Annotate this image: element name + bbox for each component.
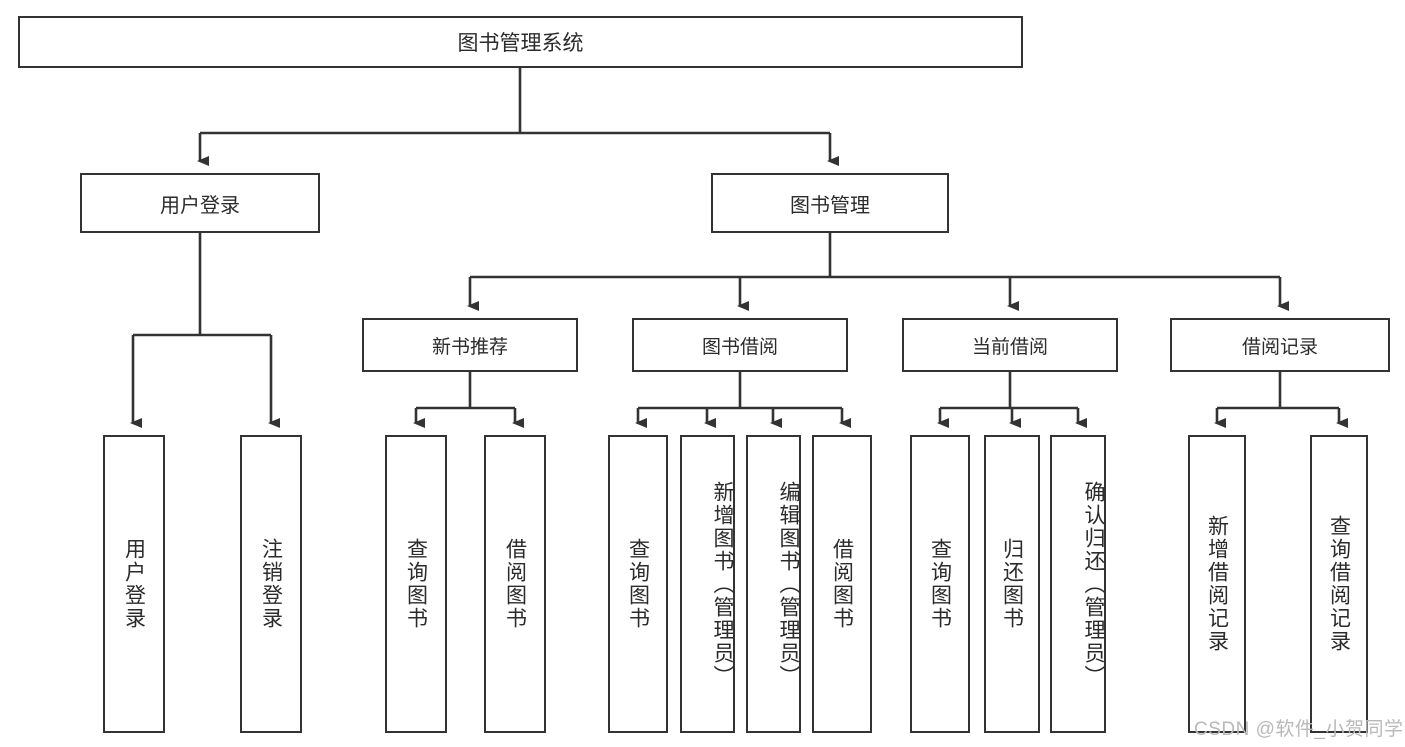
node-label: 查询借阅记录 xyxy=(1327,515,1351,653)
node-label: 新增图书（管理员） xyxy=(711,480,734,688)
node-label: 归还图书 xyxy=(1000,538,1024,630)
node-new-book-recommend[interactable]: 新书推荐 xyxy=(362,318,578,372)
node-label: 图书管理系统 xyxy=(457,32,584,55)
node-book-management[interactable]: 图书管理 xyxy=(711,173,949,233)
node-label: 图书借阅 xyxy=(701,336,778,358)
node-book-borrow[interactable]: 图书借阅 xyxy=(632,318,848,372)
leaf-confirm-return-admin[interactable]: 确认归还（管理员） xyxy=(1050,435,1106,733)
node-label: 查询图书 xyxy=(928,538,952,630)
node-label: 借阅图书 xyxy=(503,538,527,630)
node-label: 借阅图书 xyxy=(830,538,854,630)
leaf-borrow-book[interactable]: 借阅图书 xyxy=(812,435,872,733)
node-label: 新增借阅记录 xyxy=(1205,515,1229,653)
node-label: 借阅记录 xyxy=(1241,336,1318,358)
node-current-borrow[interactable]: 当前借阅 xyxy=(902,318,1118,372)
leaf-return-book[interactable]: 归还图书 xyxy=(984,435,1040,733)
leaf-borrow-book-recommend[interactable]: 借阅图书 xyxy=(484,435,546,733)
node-label: 新书推荐 xyxy=(431,336,508,358)
node-borrow-record[interactable]: 借阅记录 xyxy=(1170,318,1390,372)
leaf-add-borrow-record[interactable]: 新增借阅记录 xyxy=(1188,435,1246,733)
leaf-edit-book-admin[interactable]: 编辑图书（管理员） xyxy=(746,435,801,733)
node-label: 查询图书 xyxy=(404,538,428,630)
node-label: 注销登录 xyxy=(259,538,283,630)
leaf-user-logout[interactable]: 注销登录 xyxy=(240,435,302,733)
leaf-add-book-admin[interactable]: 新增图书（管理员） xyxy=(680,435,735,733)
node-label: 查询图书 xyxy=(626,538,650,630)
leaf-user-login[interactable]: 用户登录 xyxy=(103,435,165,733)
leaf-query-borrow-record[interactable]: 查询借阅记录 xyxy=(1310,435,1368,733)
node-label: 用户登录 xyxy=(122,538,146,630)
leaf-query-book-borrow[interactable]: 查询图书 xyxy=(608,435,668,733)
leaf-query-book-current[interactable]: 查询图书 xyxy=(910,435,970,733)
node-label: 当前借阅 xyxy=(971,336,1048,358)
node-label: 确认归还（管理员） xyxy=(1082,480,1105,688)
node-user-login[interactable]: 用户登录 xyxy=(80,173,320,233)
node-root[interactable]: 图书管理系统 xyxy=(18,16,1023,68)
node-label: 图书管理 xyxy=(790,194,870,217)
node-label: 用户登录 xyxy=(160,194,240,217)
leaf-query-book-recommend[interactable]: 查询图书 xyxy=(385,435,447,733)
watermark: CSDN @软件_小贺同学 xyxy=(1194,719,1404,740)
node-label: 编辑图书（管理员） xyxy=(777,480,800,688)
